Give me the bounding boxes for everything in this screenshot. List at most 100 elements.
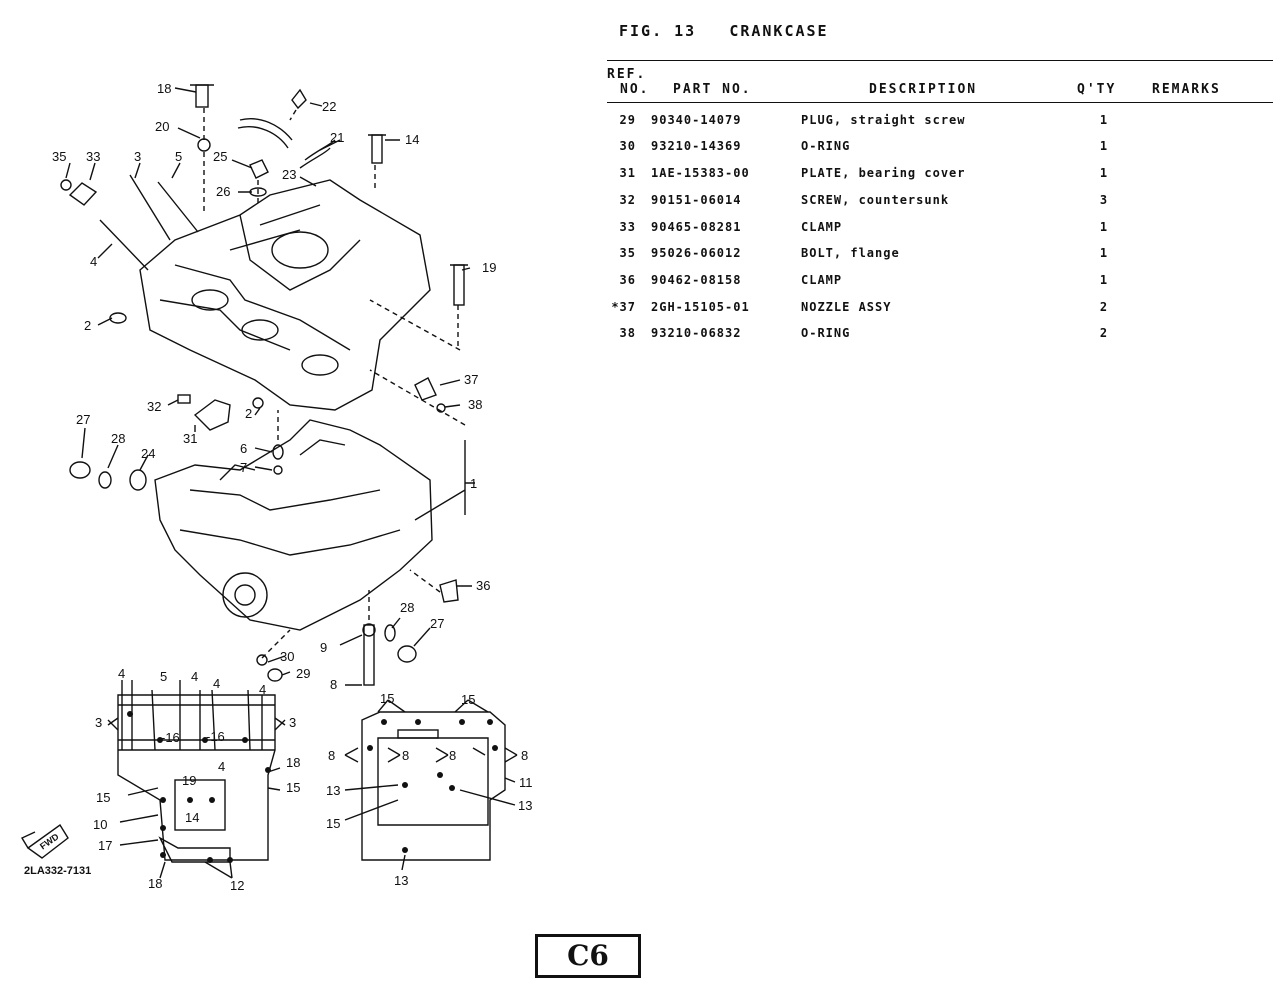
- header-qty: Q'TY: [1077, 82, 1117, 97]
- seq-label-16a: -16: [161, 730, 180, 745]
- callout-22: 22: [322, 99, 336, 114]
- ref-no: 29: [619, 113, 636, 127]
- part-no: 90340-14079: [651, 113, 742, 127]
- seq-label-11: 11: [519, 775, 533, 790]
- callout-7: 7: [240, 460, 247, 475]
- callout-30: 30: [280, 649, 294, 664]
- callout-9: 9: [320, 640, 327, 655]
- ref-no: 33: [619, 220, 636, 234]
- callout-18: 18: [157, 81, 171, 96]
- seq-label-19: 19: [182, 773, 196, 788]
- quantity: 3: [1099, 193, 1109, 207]
- part-no: 1AE-15383-00: [651, 166, 750, 180]
- callout-21: 21: [330, 130, 344, 145]
- table-row: *37 2GH-15105-01 NOZZLE ASSY 2: [600, 300, 1273, 326]
- seq-label-13b: 13: [518, 798, 532, 813]
- callout-2: 2: [84, 318, 91, 333]
- callout-27b: 27: [430, 616, 444, 631]
- header-rule-bottom: [607, 102, 1273, 103]
- table-row: 33 90465-08281 CLAMP 1: [600, 220, 1273, 246]
- figure-heading: FIG. 13 CRANKCASE: [619, 22, 829, 40]
- callout-6: 6: [240, 441, 247, 456]
- callout-37: 37: [464, 372, 478, 387]
- callout-2b: 2: [245, 406, 252, 421]
- callout-35: 35: [52, 149, 66, 164]
- part-no: 90465-08281: [651, 220, 742, 234]
- part-no: 90462-08158: [651, 273, 742, 287]
- seq-label-8b: 8: [402, 748, 409, 763]
- drawing-number: 2LA332-7131: [24, 865, 92, 877]
- description: CLAMP: [801, 220, 843, 234]
- ref-no: 31: [619, 166, 636, 180]
- callout-32: 32: [147, 399, 161, 414]
- callout-31: 31: [183, 431, 197, 446]
- ref-no: 36: [619, 273, 636, 287]
- quantity: 2: [1099, 300, 1109, 314]
- description: PLATE, bearing cover: [801, 166, 966, 180]
- description: O-RING: [801, 139, 851, 153]
- seq-label-15e: 15: [326, 816, 340, 831]
- seq-label-13c: 13: [394, 873, 408, 888]
- seq-label-13a: 13: [326, 783, 340, 798]
- header-description: DESCRIPTION: [869, 82, 978, 97]
- ref-no: 38: [619, 326, 636, 340]
- seq-label-15c: 15: [380, 691, 394, 706]
- callout-28b: 28: [400, 600, 414, 615]
- seq-label-8c: 8: [449, 748, 456, 763]
- seq-label-4b: 4: [191, 669, 198, 684]
- seq-label-4d: 4: [259, 682, 266, 697]
- description: BOLT, flange: [801, 246, 900, 260]
- callout-24: 24: [141, 446, 155, 461]
- table-row: 36 90462-08158 CLAMP 1: [600, 273, 1273, 299]
- callout-20: 20: [155, 119, 169, 134]
- ref-no: 30: [619, 139, 636, 153]
- seq-label-15d: 15: [461, 692, 475, 707]
- callout-38: 38: [468, 397, 482, 412]
- ref-no: 35: [619, 246, 636, 260]
- crankcase-exploded-diagram: 18 22 20 21 14 35 33 3 5 25 23 26 19 4 2…: [20, 81, 533, 893]
- callout-33: 33: [86, 149, 100, 164]
- callout-8: 8: [330, 677, 337, 692]
- tightening-view-left: [117, 694, 276, 861]
- seq-label-8a: 8: [328, 748, 335, 763]
- figure-label: FIG. 13: [619, 22, 697, 40]
- callout-14: 14: [405, 132, 419, 147]
- callout-3: 3: [134, 149, 141, 164]
- ref-no: 32: [619, 193, 636, 207]
- seq-label-18b: 18: [148, 876, 162, 891]
- seq-label-4c: 4: [213, 676, 220, 691]
- callout-29: 29: [296, 666, 310, 681]
- header-ref-line1: REF.: [607, 67, 647, 82]
- seq-label-15a: 15: [96, 790, 110, 805]
- callout-25: 25: [213, 149, 227, 164]
- seq-label-10: 10: [93, 817, 107, 832]
- part-no: 90151-06014: [651, 193, 742, 207]
- quantity: 2: [1099, 326, 1109, 340]
- table-row: 29 90340-14079 PLUG, straight screw 1: [600, 113, 1273, 139]
- quantity: 1: [1099, 273, 1109, 287]
- seq-label-3b: 3: [289, 715, 296, 730]
- seq-label-15b: 15: [286, 780, 300, 795]
- callout-5: 5: [175, 149, 182, 164]
- callout-1: 1: [470, 476, 477, 491]
- quantity: 1: [1099, 166, 1109, 180]
- header-remarks: REMARKS: [1152, 82, 1221, 97]
- callout-23: 23: [282, 167, 296, 182]
- callout-4: 4: [90, 254, 97, 269]
- header-ref-line2: NO.: [620, 82, 650, 97]
- front-arrow-icon: [20, 823, 69, 859]
- part-no: 93210-06832: [651, 326, 742, 340]
- callout-26: 26: [216, 184, 230, 199]
- figure-title: CRANKCASE: [729, 22, 829, 40]
- seq-label-8d: 8: [521, 748, 528, 763]
- seq-label-12: 12: [230, 878, 244, 893]
- table-row: 35 95026-06012 BOLT, flange 1: [600, 246, 1273, 272]
- upper-crankcase: [139, 179, 431, 411]
- quantity: 1: [1099, 113, 1109, 127]
- table-row: 31 1AE-15383-00 PLATE, bearing cover 1: [600, 166, 1273, 192]
- callout-19: 19: [482, 260, 496, 275]
- seq-label-16b: -16: [206, 729, 225, 744]
- description: PLUG, straight screw: [801, 113, 966, 127]
- description: NOZZLE ASSY: [801, 300, 892, 314]
- table-row: 32 90151-06014 SCREW, countersunk 3: [600, 193, 1273, 219]
